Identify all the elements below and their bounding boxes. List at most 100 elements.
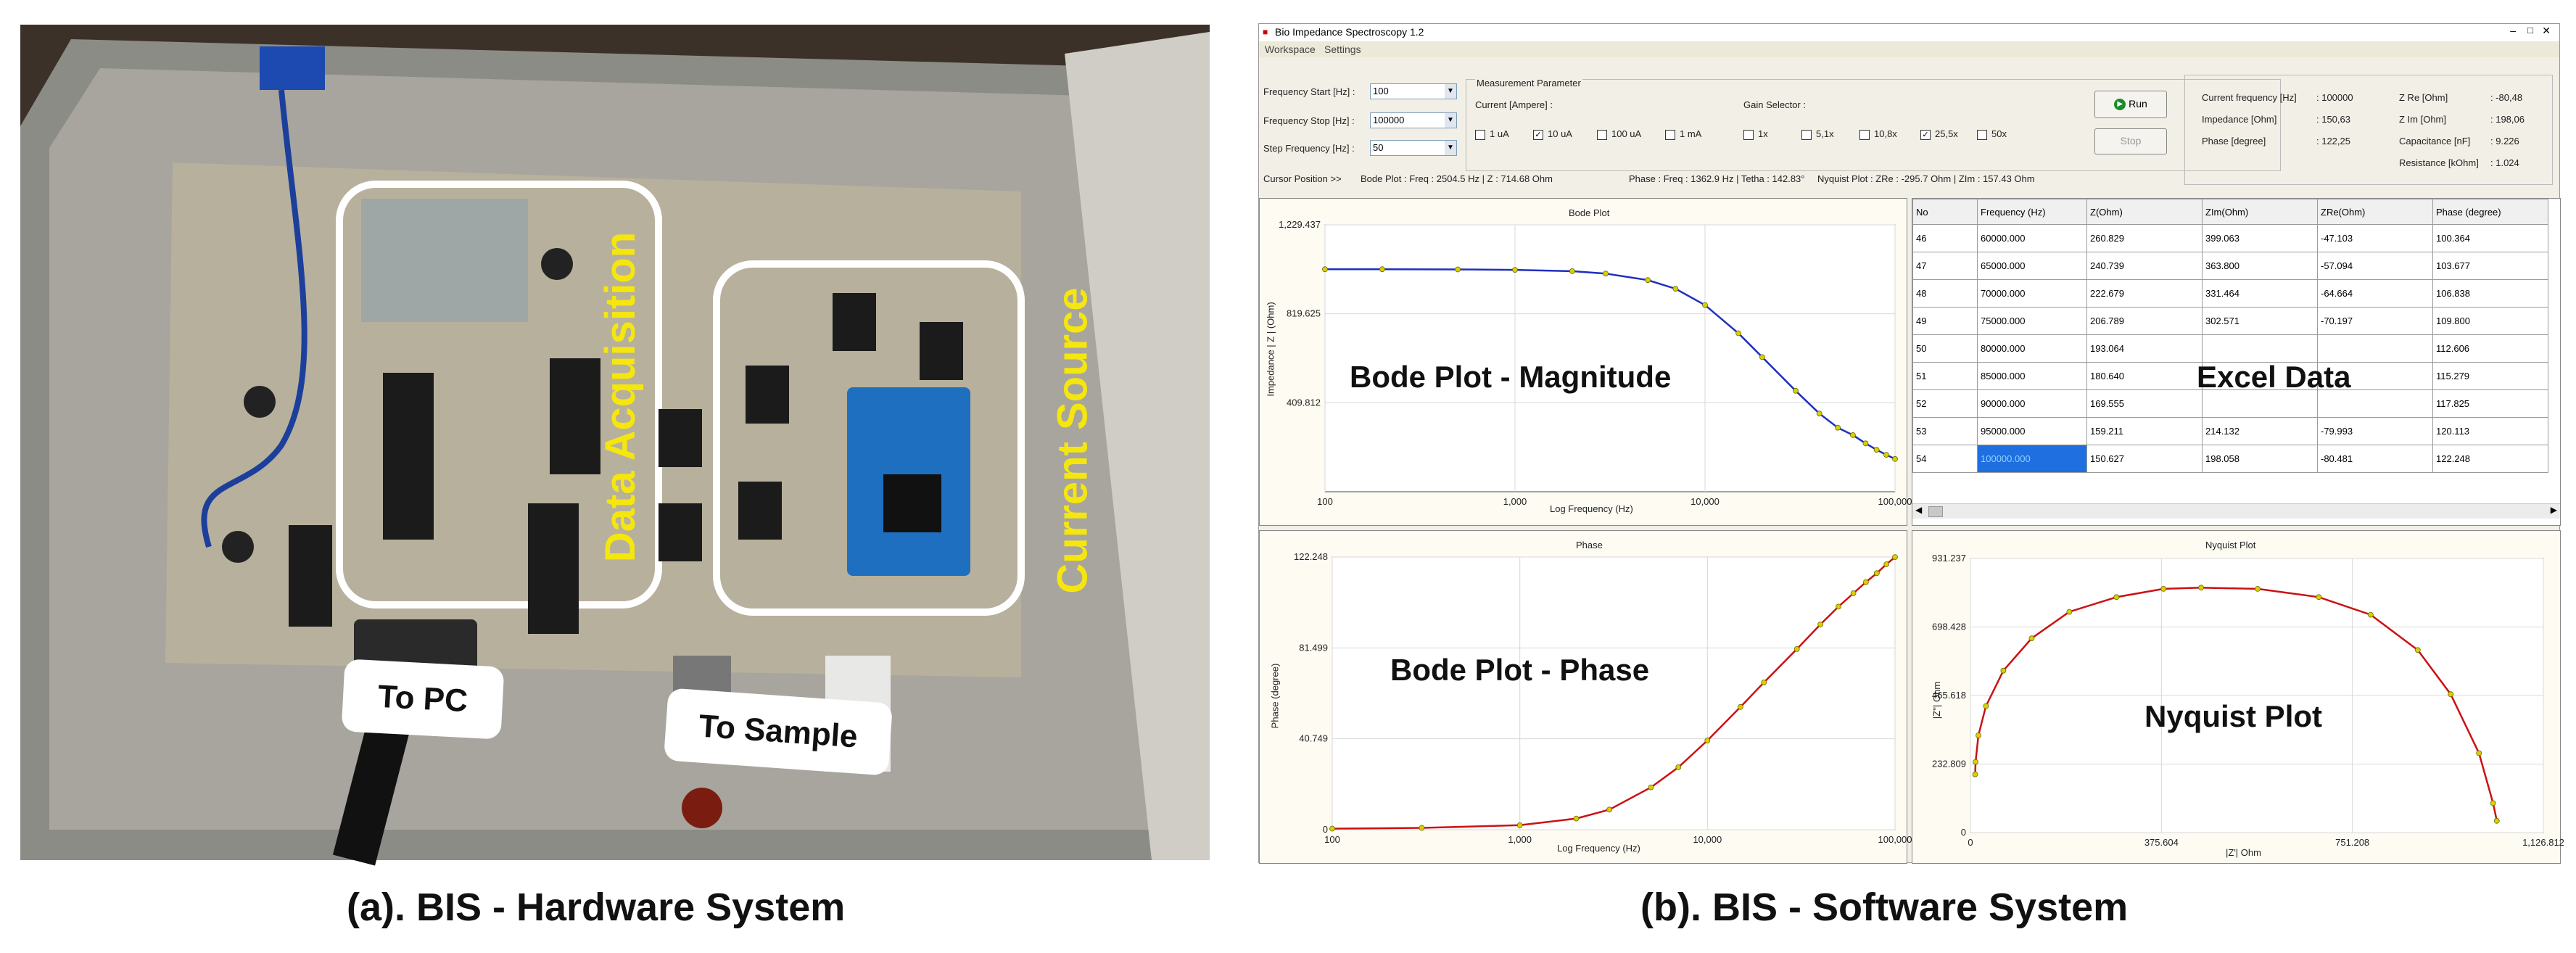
- scroll-right-icon[interactable]: ▶: [2550, 505, 2557, 515]
- table-cell[interactable]: 65000.000: [1977, 252, 2087, 280]
- table-cell[interactable]: 180.640: [2086, 362, 2203, 390]
- current-10ua-checkbox[interactable]: ✓: [1533, 130, 1543, 140]
- table-cell[interactable]: 85000.000: [1977, 362, 2087, 390]
- freq-stop-select[interactable]: 100000 ▼: [1370, 112, 1457, 128]
- table-cell[interactable]: -64.664: [2317, 279, 2433, 308]
- title-bar: ■ Bio Impedance Spectroscopy 1.2 – □ ✕: [1259, 24, 2559, 42]
- freq-start-select[interactable]: 100 ▼: [1370, 83, 1457, 99]
- horizontal-scrollbar[interactable]: ◀ ▶: [1912, 503, 2560, 519]
- menu-settings[interactable]: Settings: [1324, 44, 1361, 55]
- table-cell[interactable]: 222.679: [2086, 279, 2203, 308]
- table-cell[interactable]: 54: [1912, 445, 1978, 473]
- table-cell[interactable]: 331.464: [2202, 279, 2318, 308]
- table-cell[interactable]: 115.279: [2432, 362, 2548, 390]
- gain-50x-checkbox[interactable]: [1977, 130, 1987, 140]
- current-1ma-checkbox[interactable]: [1665, 130, 1675, 140]
- table-cell[interactable]: 50: [1912, 334, 1978, 363]
- data-point: [1603, 271, 1609, 277]
- table-cell[interactable]: [2202, 362, 2318, 390]
- table-cell[interactable]: 51: [1912, 362, 1978, 390]
- table-cell[interactable]: 46: [1912, 224, 1978, 252]
- table-header-cell[interactable]: Frequency (Hz): [1977, 199, 2087, 225]
- table-header-cell[interactable]: ZRe(Ohm): [2317, 199, 2433, 225]
- table-cell[interactable]: -70.197: [2317, 307, 2433, 335]
- freq-start-value: 100: [1373, 86, 1389, 96]
- table-cell[interactable]: 122.248: [2432, 445, 2548, 473]
- table-cell[interactable]: -79.993: [2317, 417, 2433, 445]
- table-cell[interactable]: 103.677: [2432, 252, 2548, 280]
- table-cell[interactable]: 48: [1912, 279, 1978, 308]
- stop-button[interactable]: Stop: [2094, 128, 2167, 154]
- table-cell[interactable]: 100.364: [2432, 224, 2548, 252]
- table-cell[interactable]: 260.829: [2086, 224, 2203, 252]
- table-cell[interactable]: 47: [1912, 252, 1978, 280]
- gain-10-8x-checkbox[interactable]: [1859, 130, 1870, 140]
- table-cell[interactable]: 193.064: [2086, 334, 2203, 363]
- table-cell[interactable]: 169.555: [2086, 389, 2203, 418]
- table-cell[interactable]: 100000.000: [1977, 445, 2087, 473]
- table-cell[interactable]: 53: [1912, 417, 1978, 445]
- table-cell[interactable]: 302.571: [2202, 307, 2318, 335]
- table-cell[interactable]: 75000.000: [1977, 307, 2087, 335]
- step-freq-label: Step Frequency [Hz] :: [1263, 143, 1355, 154]
- series-line: [1974, 587, 2498, 822]
- table-cell[interactable]: -80.481: [2317, 445, 2433, 473]
- table-cell[interactable]: [2202, 334, 2318, 363]
- scroll-left-icon[interactable]: ◀: [1915, 505, 1923, 515]
- table-cell[interactable]: 198.058: [2202, 445, 2318, 473]
- table-cell[interactable]: 109.800: [2432, 307, 2548, 335]
- data-point: [1675, 764, 1682, 770]
- table-cell[interactable]: [2317, 334, 2433, 363]
- table-cell[interactable]: -47.103: [2317, 224, 2433, 252]
- table-cell[interactable]: 49: [1912, 307, 1978, 335]
- nyquist-overlay: Nyquist Plot: [2144, 699, 2323, 733]
- scroll-thumb[interactable]: [1928, 506, 1943, 517]
- table-header-cell[interactable]: Z(Ohm): [2086, 199, 2203, 225]
- table-cell[interactable]: 106.838: [2432, 279, 2548, 308]
- table-cell[interactable]: 80000.000: [1977, 334, 2087, 363]
- close-button[interactable]: ✕: [2542, 25, 2551, 36]
- table-cell[interactable]: 117.825: [2432, 389, 2548, 418]
- maximize-button[interactable]: □: [2527, 25, 2533, 36]
- table-cell[interactable]: 112.606: [2432, 334, 2548, 363]
- table-cell[interactable]: 52: [1912, 389, 1978, 418]
- resistance-label: Resistance [kOhm]: [2399, 157, 2479, 168]
- table-header-cell[interactable]: No: [1912, 199, 1978, 225]
- table-cell[interactable]: 120.113: [2432, 417, 2548, 445]
- minimize-button[interactable]: –: [2510, 25, 2516, 36]
- data-point: [1983, 703, 1989, 709]
- table-cell[interactable]: 150.627: [2086, 445, 2203, 473]
- table-cell[interactable]: 90000.000: [1977, 389, 2087, 418]
- gain-1x-checkbox[interactable]: [1743, 130, 1754, 140]
- table-cell[interactable]: -57.094: [2317, 252, 2433, 280]
- table-cell[interactable]: 206.789: [2086, 307, 2203, 335]
- table-cell[interactable]: 60000.000: [1977, 224, 2087, 252]
- table-cell[interactable]: 240.739: [2086, 252, 2203, 280]
- table-cell[interactable]: 95000.000: [1977, 417, 2087, 445]
- table-cell[interactable]: 363.800: [2202, 252, 2318, 280]
- menu-workspace[interactable]: Workspace: [1265, 44, 1316, 55]
- step-freq-select[interactable]: 50 ▼: [1370, 140, 1457, 156]
- run-button[interactable]: ▶ Run: [2094, 91, 2167, 118]
- table-header-cell[interactable]: Phase (degree): [2432, 199, 2548, 225]
- current-100ua-checkbox[interactable]: [1597, 130, 1607, 140]
- table-cell[interactable]: 159.211: [2086, 417, 2203, 445]
- table-cell[interactable]: 70000.000: [1977, 279, 2087, 308]
- table-header-cell[interactable]: ZIm(Ohm): [2202, 199, 2318, 225]
- table-cell[interactable]: [2317, 389, 2433, 418]
- table-cell[interactable]: 399.063: [2202, 224, 2318, 252]
- data-point: [1645, 277, 1651, 284]
- gain-5-1x-checkbox[interactable]: [1801, 130, 1812, 140]
- table-cell[interactable]: 214.132: [2202, 417, 2318, 445]
- gain-25-5x-checkbox[interactable]: ✓: [1920, 130, 1931, 140]
- current-1ua-checkbox[interactable]: [1475, 130, 1485, 140]
